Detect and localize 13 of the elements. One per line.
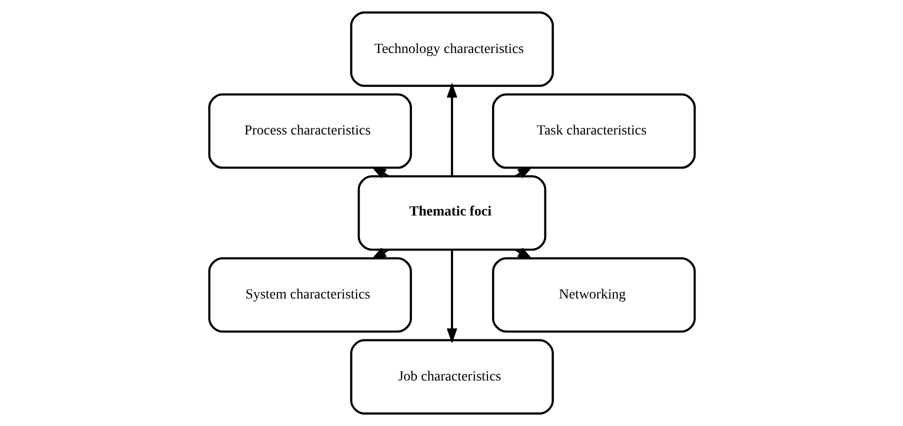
node-box: Technology characteristics	[350, 11, 554, 87]
arrow	[514, 166, 532, 178]
node-box: Networking	[492, 257, 696, 333]
node-box: Thematic foci	[357, 175, 546, 251]
arrow	[446, 82, 457, 176]
arrow	[370, 248, 389, 260]
arrow	[514, 248, 532, 260]
arrow	[446, 250, 457, 344]
arrow	[370, 166, 389, 178]
node-box: Process characteristics	[208, 93, 412, 169]
node-box: System characteristics	[208, 257, 412, 333]
node-box: Job characteristics	[350, 339, 554, 415]
node-box: Task characteristics	[492, 93, 696, 169]
